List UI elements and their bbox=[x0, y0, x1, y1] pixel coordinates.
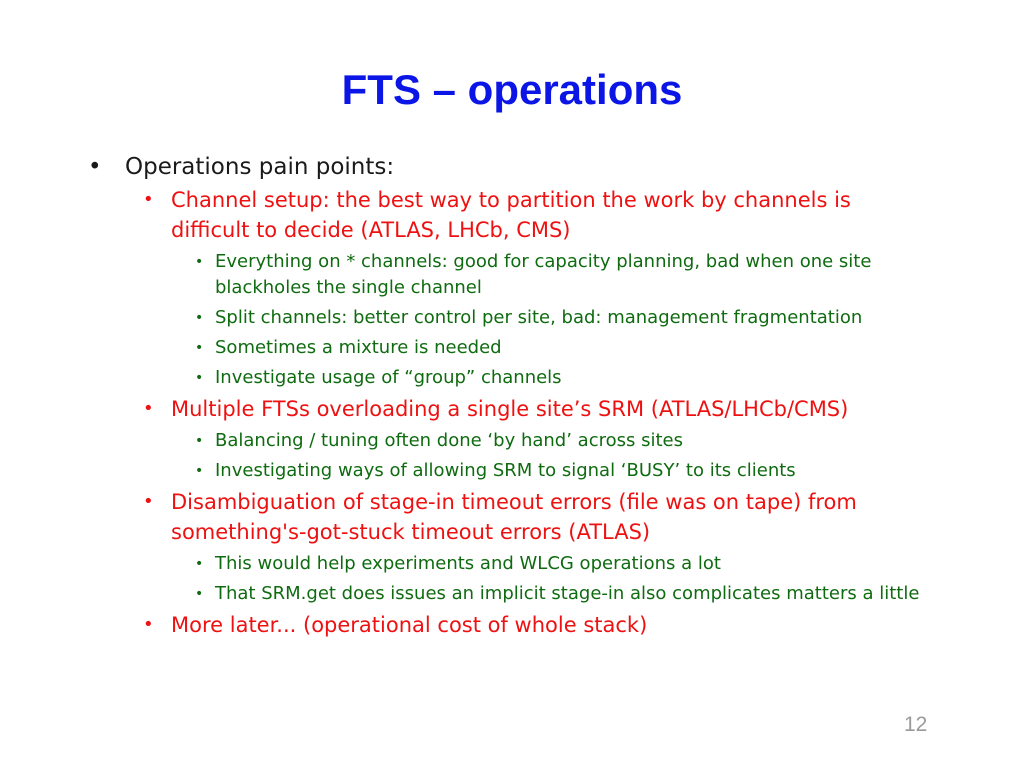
bullet-level1: • Operations pain points: bbox=[88, 152, 945, 182]
bullet-icon: • bbox=[195, 254, 204, 270]
bullet-text: Investigate usage of “group” channels bbox=[215, 367, 562, 388]
bullet-level3: • Split channels: better control per sit… bbox=[195, 305, 955, 331]
bullet-level2: • Channel setup: the best way to partiti… bbox=[143, 185, 921, 245]
bullet-text: Multiple FTSs overloading a single site’… bbox=[171, 397, 849, 421]
bullet-text: Channel setup: the best way to partition… bbox=[171, 188, 851, 242]
bullet-level3: • That SRM.get does issues an implicit s… bbox=[195, 581, 955, 607]
bullet-level3: • Sometimes a mixture is needed bbox=[195, 335, 955, 361]
bullet-icon: • bbox=[195, 310, 204, 326]
bullet-text: Investigating ways of allowing SRM to si… bbox=[215, 460, 796, 481]
page-number: 12 bbox=[904, 713, 928, 736]
bullet-icon: • bbox=[195, 433, 204, 449]
bullet-text: Everything on * channels: good for capac… bbox=[215, 251, 872, 298]
bullet-icon: • bbox=[143, 614, 154, 635]
bullet-icon: • bbox=[143, 189, 154, 210]
bullet-text: Sometimes a mixture is needed bbox=[215, 337, 502, 358]
bullet-text: That SRM.get does issues an implicit sta… bbox=[215, 583, 920, 604]
bullet-level2: • More later... (operational cost of who… bbox=[143, 610, 921, 640]
bullet-text: Balancing / tuning often done ‘by hand’ … bbox=[215, 430, 683, 451]
bullet-level2: • Multiple FTSs overloading a single sit… bbox=[143, 394, 921, 424]
bullet-icon: • bbox=[143, 398, 154, 419]
bullet-text: This would help experiments and WLCG ope… bbox=[215, 553, 721, 574]
bullet-text: Disambiguation of stage-in timeout error… bbox=[171, 490, 857, 544]
bullet-level3: • Everything on * channels: good for cap… bbox=[195, 249, 955, 301]
bullet-icon: • bbox=[143, 491, 154, 512]
slide-title: FTS – operations bbox=[341, 66, 683, 113]
bullet-icon: • bbox=[195, 586, 204, 602]
bullet-level3: • Investigating ways of allowing SRM to … bbox=[195, 458, 955, 484]
bullet-level2: • Disambiguation of stage-in timeout err… bbox=[143, 487, 921, 547]
bullet-text: More later... (operational cost of whole… bbox=[171, 613, 648, 637]
bullet-level3: • Investigate usage of “group” channels bbox=[195, 365, 955, 391]
bullet-icon: • bbox=[195, 463, 204, 479]
bullet-level3: • Balancing / tuning often done ‘by hand… bbox=[195, 428, 955, 454]
bullet-text: Operations pain points: bbox=[125, 154, 395, 180]
slide-content: • Operations pain points: • Channel setu… bbox=[0, 152, 1024, 640]
bullet-icon: • bbox=[195, 340, 204, 356]
bullet-level3: • This would help experiments and WLCG o… bbox=[195, 551, 955, 577]
bullet-text: Split channels: better control per site,… bbox=[215, 307, 863, 328]
bullet-icon: • bbox=[88, 154, 102, 180]
bullet-icon: • bbox=[195, 370, 204, 386]
bullet-icon: • bbox=[195, 556, 204, 572]
